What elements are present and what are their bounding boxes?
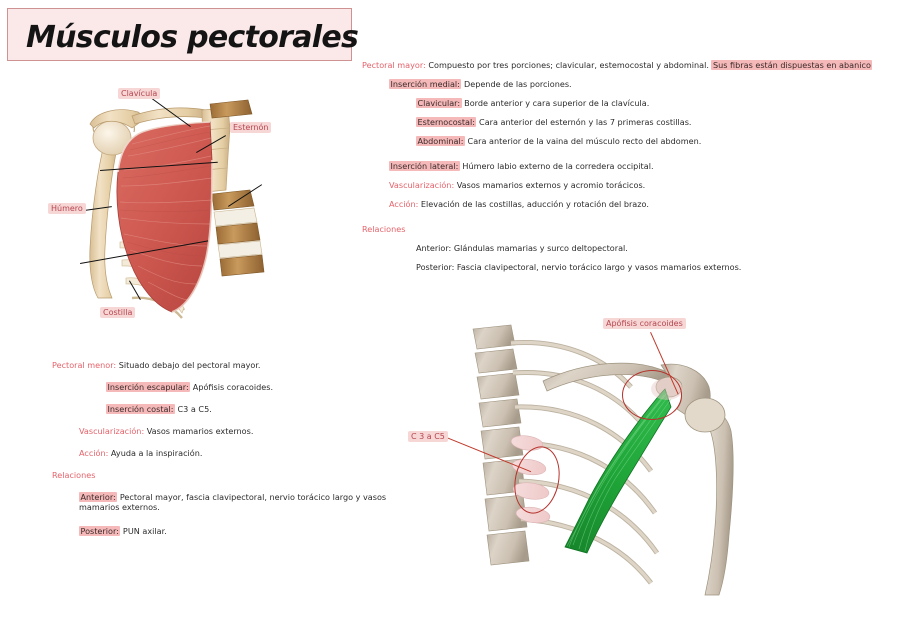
- note-lead: Acción:: [79, 448, 109, 458]
- note-lead: Relaciones: [52, 470, 96, 480]
- note-lead: Relaciones: [362, 224, 406, 234]
- note-lead: Inserción lateral:: [389, 161, 460, 171]
- note-line: Inserción costal: C3 a C5.: [106, 404, 212, 414]
- note-line: Inserción escapular: Apófisis coracoides…: [106, 382, 273, 392]
- page-title-banner: Músculos pectorales: [7, 8, 359, 61]
- page-title: Músculos pectorales: [26, 20, 359, 55]
- note-line: Relaciones: [52, 470, 95, 480]
- note-body: Borde anterior y cara superior de la cla…: [461, 98, 650, 108]
- figure-label-clavicula: Clavícula: [118, 88, 161, 99]
- note-line: Abdominal: Cara anterior de la vaina del…: [416, 136, 701, 146]
- note-line: Anterior: Pectoral mayor, fascia clavipe…: [79, 492, 399, 512]
- note-line: Inserción lateral: Húmero labio externo …: [389, 161, 654, 171]
- note-body: Apófisis coracoides.: [190, 382, 274, 392]
- note-lead: Posterior:: [79, 526, 121, 536]
- note-lead: Vascularización:: [79, 426, 145, 436]
- pectoralis-major-illustration: [89, 99, 265, 319]
- note-body: Cara anterior del esternón y las 7 prime…: [476, 117, 692, 127]
- note-line: Acción: Elevación de las costillas, aduc…: [389, 199, 649, 209]
- figure-label-costilla: Costilla: [100, 307, 136, 318]
- note-body: Cara anterior de la vaina del músculo re…: [464, 136, 702, 146]
- note-line: Vascularización: Vasos mamarios externos…: [389, 180, 645, 190]
- note-line: Pectoral mayor: Compuesto por tres porci…: [362, 60, 873, 70]
- note-lead: Inserción medial:: [389, 79, 462, 89]
- note-line: Inserción medial: Depende de las porcion…: [389, 79, 572, 89]
- note-line: Anterior: Glándulas mamarias y surco del…: [416, 243, 628, 253]
- note-line: Clavicular: Borde anterior y cara superi…: [416, 98, 649, 108]
- note-body: Elevación de las costillas, aducción y r…: [418, 199, 649, 209]
- note-lead: Inserción escapular:: [106, 382, 191, 392]
- note-lead: Esternocostal:: [416, 117, 477, 127]
- note-lead: Pectoral mayor:: [362, 60, 426, 70]
- note-lead: Clavicular:: [416, 98, 462, 108]
- note-body: Pectoral mayor, fascia clavipectoral, ne…: [79, 492, 387, 513]
- note-body: Situado debajo del pectoral mayor.: [116, 360, 261, 370]
- note-line: Relaciones: [362, 224, 405, 234]
- note-lead: Inserción costal:: [106, 404, 175, 414]
- figure-label-apofisis-coracoides: Apófisis coracoides: [603, 318, 686, 329]
- figure-label-esternon: Esternón: [230, 122, 272, 133]
- note-body: Anterior: Glándulas mamarias y surco del…: [416, 243, 628, 253]
- note-body: Vasos mamarios externos y acromio toráci…: [454, 180, 646, 190]
- note-body: Compuesto por tres porciones; clavicular…: [425, 60, 709, 70]
- note-lead: Abdominal:: [416, 136, 465, 146]
- note-line: Esternocostal: Cara anterior del esternó…: [416, 117, 691, 127]
- note-body: PUN axilar.: [120, 526, 167, 536]
- note-line: Posterior: PUN axilar.: [79, 526, 167, 536]
- figure-label-humero: Húmero: [48, 203, 86, 214]
- note-body: Húmero labio externo de la corredera occ…: [459, 161, 654, 171]
- annotation-circle-coracoid: [622, 370, 682, 420]
- note-line: Posterior: Fascia clavipectoral, nervio …: [416, 262, 741, 272]
- note-body: Depende de las porciones.: [461, 79, 572, 89]
- note-body: C3 a C5.: [174, 404, 212, 414]
- pectoralis-minor-illustration: [472, 324, 734, 596]
- note-line: Acción: Ayuda a la inspiración.: [79, 448, 202, 458]
- note-lead: Pectoral menor:: [52, 360, 117, 370]
- note-body: Ayuda a la inspiración.: [108, 448, 203, 458]
- note-lead: Anterior:: [79, 492, 118, 502]
- note-line: Pectoral menor: Situado debajo del pecto…: [52, 360, 260, 370]
- note-body: Posterior: Fascia clavipectoral, nervio …: [416, 262, 742, 272]
- note-body: Vasos mamarios externos.: [144, 426, 254, 436]
- note-tail: Sus fibras están dispuestas en abanico: [711, 60, 873, 70]
- figure-label-c3-c5: C 3 a C5: [408, 431, 448, 442]
- note-lead: Vascularización:: [389, 180, 455, 190]
- note-line: Vascularización: Vasos mamarios externos…: [79, 426, 253, 436]
- note-lead: Acción:: [389, 199, 419, 209]
